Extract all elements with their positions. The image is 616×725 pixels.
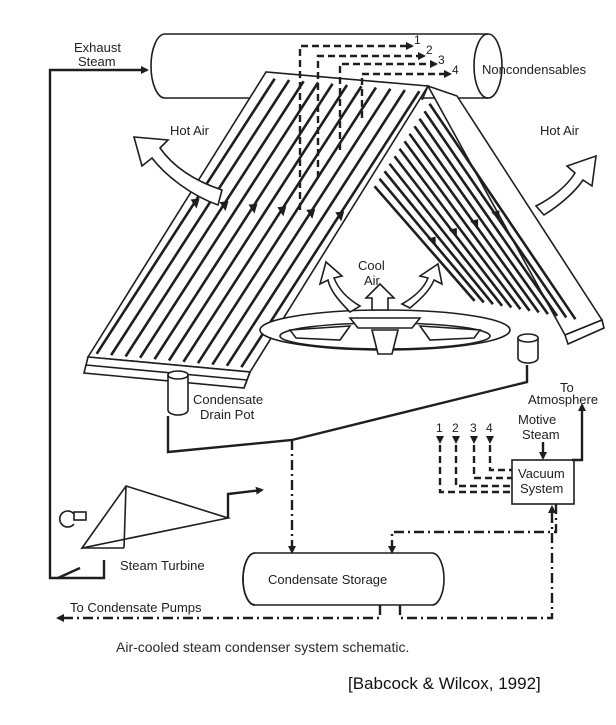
label-condensate-drain-1: Condensate [193,392,263,407]
label-steam-turbine: Steam Turbine [120,558,205,573]
label-exhaust-steam-1: Exhaust [74,40,121,55]
label-condensate-drain-2: Drain Pot [200,407,255,422]
label-vacuum-system-2: System [520,481,563,496]
label-to-atmosphere-2: Atmosphere [528,392,598,407]
top-line-3: 3 [438,53,445,67]
vacuum-line-valves [436,436,494,444]
fan-assembly [260,310,510,354]
top-line-1: 1 [414,33,421,47]
cool-air-right-arrow [402,264,442,308]
label-motive-steam-2: Steam [522,427,560,442]
vacuum-line-3: 3 [470,421,477,435]
label-exhaust-steam-2: Steam [78,54,116,69]
top-line-2: 2 [426,43,433,57]
condensate-drain-pot-left [168,371,188,415]
vacuum-line-4: 4 [486,421,493,435]
vacuum-line-1: 1 [436,421,443,435]
label-to-condensate-pumps: To Condensate Pumps [70,600,202,615]
condensate-drain-pot-right [518,334,538,363]
storage-vent-line [392,504,556,552]
figure-caption: Air-cooled steam condenser system schema… [116,639,409,655]
cool-air-left-arrow [320,262,360,312]
label-hot-air-right: Hot Air [540,123,580,138]
vacuum-line-2: 2 [452,421,459,435]
label-cool-air-1: Cool [358,258,385,273]
hot-air-right-arrow [536,156,596,215]
label-cool-air-2: Air [364,273,381,288]
label-noncondensables: Noncondensables [482,62,587,77]
citation: [Babcock & Wilcox, 1992] [348,674,541,693]
steam-turbine [60,486,228,548]
to-atmosphere-line [572,405,582,460]
label-motive-steam-1: Motive [518,412,556,427]
label-hot-air-left: Hot Air [170,123,210,138]
label-vacuum-system-1: Vacuum [518,466,565,481]
label-condensate-storage: Condensate Storage [268,572,387,587]
top-line-4: 4 [452,63,459,77]
